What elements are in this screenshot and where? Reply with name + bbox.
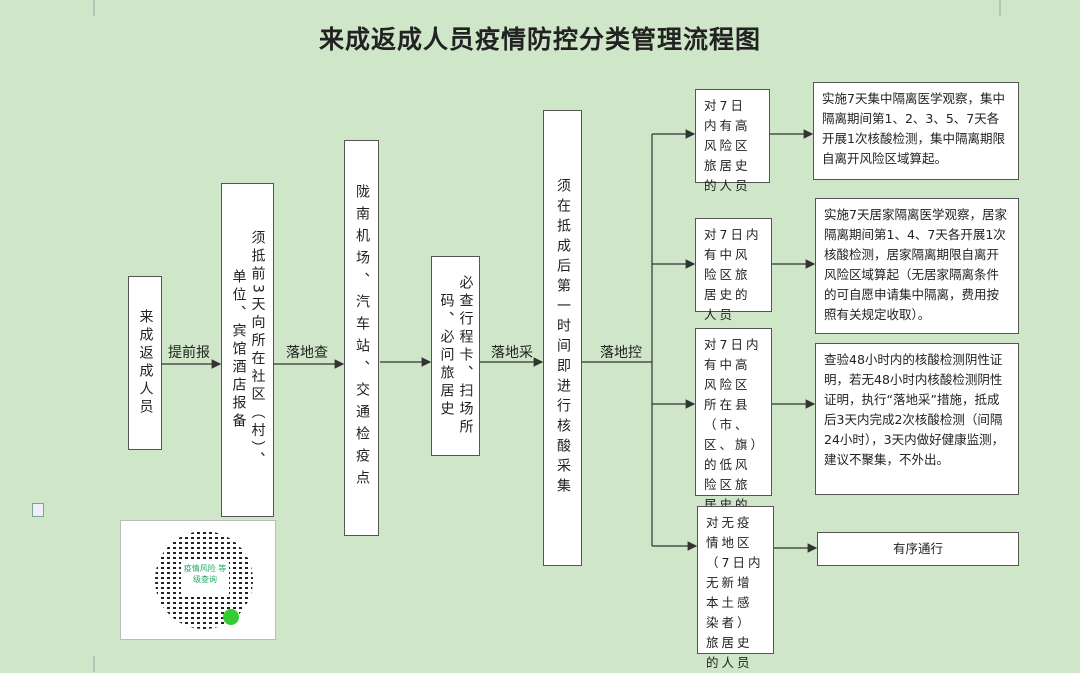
- page-title: 来成返成人员疫情防控分类管理流程图: [318, 25, 761, 54]
- edge-label-control: 落地控: [600, 345, 642, 361]
- node-cat2: 对7日内有中风险区旅居史的人员: [695, 218, 772, 322]
- node-res2: 实施7天居家隔离医学观察，居家隔离期间第1、4、7天各开展1次核酸检测，居家隔离…: [815, 198, 1019, 334]
- node-itinerary-text: 必查行程卡、扫场所码、必问旅居史: [438, 275, 474, 437]
- document-icon: [32, 503, 44, 517]
- node-cat1: 对7日内有高风险区旅居史的人员: [695, 89, 770, 193]
- node-test-text: 须在抵成后第一时间即进行核酸采集: [555, 178, 571, 498]
- node-report: 须抵前3天向所在社区（村）、单位、宾馆酒店报备: [221, 183, 274, 517]
- node-start: 来成返成人员: [128, 276, 162, 450]
- edge-label-report: 提前报: [168, 345, 210, 361]
- node-itinerary: 必查行程卡、扫场所码、必问旅居史: [431, 256, 480, 456]
- edge-label-sample: 落地采: [491, 345, 533, 361]
- qr-center-label: 疫情风险 等级查询: [181, 559, 229, 597]
- node-start-text: 来成返成人员: [137, 309, 154, 417]
- node-checkpoints: 陇南机场、汽车站、交通检疫点: [344, 140, 379, 536]
- mini-program-icon: [223, 609, 239, 625]
- edge-label-check: 落地查: [286, 345, 328, 361]
- node-res4: 有序通行: [817, 532, 1019, 566]
- node-res1: 实施7天集中隔离医学观察，集中隔离期间第1、2、3、5、7天各开展1次核酸检测，…: [813, 82, 1019, 180]
- node-res3: 查验48小时内的核酸检测阴性证明，若无48小时内核酸检测阴性证明，执行“落地采”…: [815, 343, 1019, 495]
- qr-code-image: 疫情风险 等级查询: [120, 520, 276, 640]
- node-test: 须在抵成后第一时间即进行核酸采集: [543, 110, 582, 566]
- node-cat4: 对无疫情地区（7日内无新增本土感染者）旅居史的人员: [697, 506, 774, 670]
- node-checkpoints-text: 陇南机场、汽车站、交通检疫点: [354, 184, 370, 492]
- node-report-text: 须抵前3天向所在社区（村）、单位、宾馆酒店报备: [230, 230, 266, 470]
- node-cat3: 对7日内有中高风险区所在县（市、区、旗）的低风险区旅居史的人员: [695, 328, 772, 532]
